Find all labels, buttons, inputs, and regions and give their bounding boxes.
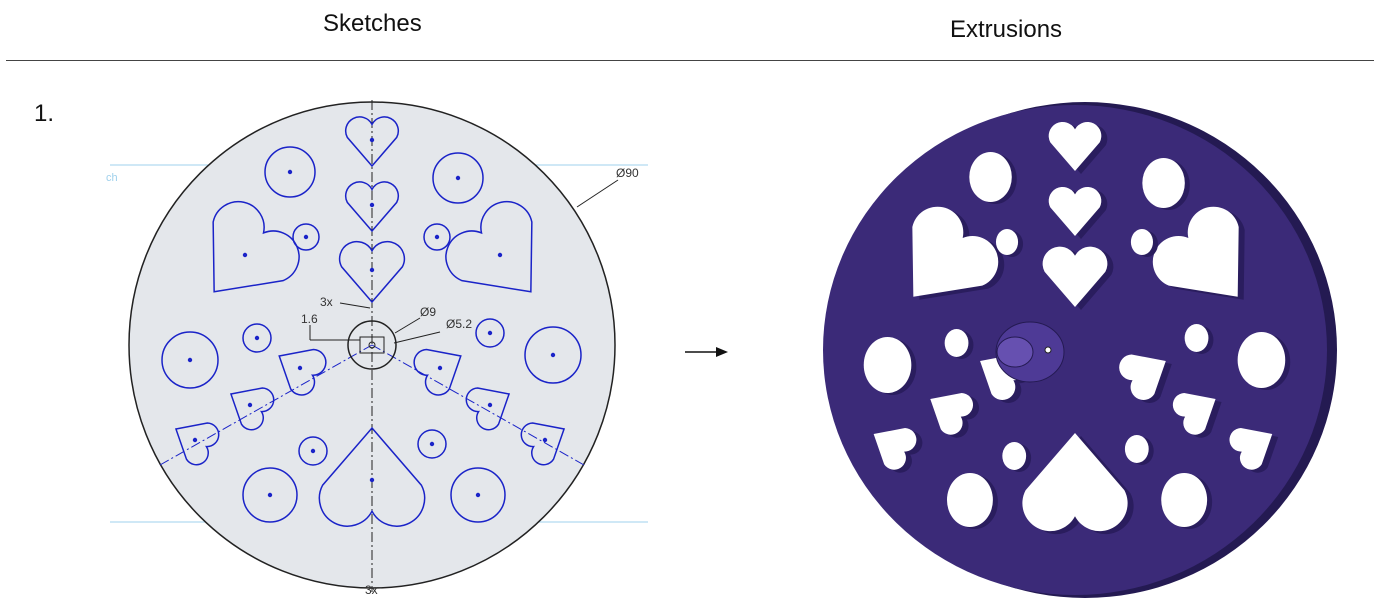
hub-circle — [347, 320, 397, 370]
sketch-heart — [344, 181, 400, 233]
sketch-circle — [242, 323, 272, 353]
heart-cutout — [1042, 246, 1108, 307]
sketch-circle — [475, 318, 505, 348]
heart-cutout — [912, 206, 999, 297]
sketch-heart — [520, 422, 566, 466]
sketch-drawing: ch Ø90 Ø9 Ø5.2 1.6 3x 3x — [106, 100, 648, 597]
sketch-circle — [432, 152, 484, 204]
heart-cutout — [1022, 433, 1128, 532]
dim-outer: Ø90 — [616, 166, 639, 180]
sketch-point — [187, 357, 193, 363]
sketch-point — [437, 365, 443, 371]
circle-cutout — [995, 229, 1019, 255]
circle-cutout — [946, 473, 993, 527]
sketch-heart — [465, 387, 511, 431]
sketch-point — [369, 137, 375, 143]
sketch-heart — [174, 422, 220, 466]
sketch-point — [192, 437, 198, 443]
sketches-header: Sketches — [323, 10, 422, 37]
sketch-point — [429, 441, 435, 447]
sketch-point — [434, 234, 440, 240]
heart-cutout — [1119, 354, 1166, 400]
sketch-point — [487, 402, 493, 408]
sketch-point — [287, 169, 293, 175]
sketch-point — [369, 477, 375, 483]
circle-cutout — [1237, 332, 1286, 388]
heart-cutout — [930, 393, 974, 435]
sketch-circle — [292, 223, 320, 251]
sketch-circle — [450, 467, 506, 523]
sketch-point — [369, 267, 375, 273]
header-divider — [6, 60, 1374, 61]
sketch-point — [242, 252, 248, 258]
circle-cutout — [1002, 442, 1027, 470]
sketch-point — [303, 234, 309, 240]
sketch-heart — [318, 426, 426, 527]
sketch-point — [455, 175, 461, 181]
circle-cutout — [969, 152, 1012, 202]
sketch-heart — [338, 240, 406, 304]
heart-cutout — [1048, 121, 1102, 171]
sketch-circle — [417, 429, 447, 459]
sketch-circle — [242, 467, 298, 523]
circle-cutout — [1124, 435, 1149, 463]
sketch-heart — [413, 348, 462, 396]
heart-cutout — [873, 428, 917, 470]
heart-cutout — [1152, 206, 1239, 297]
hub-shaft — [996, 336, 1034, 368]
pattern-count-bottom: 3x — [365, 583, 378, 597]
step-number: 1. — [34, 100, 55, 127]
sketch-circle — [298, 436, 328, 466]
circle-cutout — [944, 329, 969, 357]
sketch-circle — [264, 146, 316, 198]
sketch-point — [297, 365, 303, 371]
circle-cutout — [1161, 473, 1208, 527]
axis-left — [159, 344, 373, 466]
circle-cutout — [863, 337, 912, 393]
heart-cutout — [1048, 186, 1102, 236]
sketch-circle — [423, 223, 451, 251]
circle-cutout — [1184, 324, 1209, 352]
sketch-point — [247, 402, 253, 408]
sketch-heart — [278, 348, 327, 396]
sketch-point — [267, 492, 273, 498]
circle-cutout — [1130, 229, 1153, 255]
dim-flat: 1.6 — [301, 312, 318, 326]
sketch-circle — [524, 326, 582, 384]
sketch-point — [475, 492, 481, 498]
sketch-heart — [229, 387, 275, 431]
extrusion-render — [823, 102, 1337, 598]
bore-center — [368, 341, 376, 349]
axis-right — [371, 344, 585, 466]
sketch-heart — [344, 116, 400, 168]
heart-cutout — [1172, 393, 1216, 435]
pattern-count-top: 3x — [320, 295, 333, 309]
sketch-heart — [445, 201, 533, 293]
sketch-point — [310, 448, 316, 454]
sketch-point — [497, 252, 503, 258]
extrusions-header: Extrusions — [950, 16, 1063, 43]
heart-cutout — [1229, 428, 1273, 470]
arrow — [685, 347, 728, 357]
sketch-point — [254, 335, 260, 341]
sketch-point — [369, 202, 375, 208]
sketch-point — [550, 352, 556, 358]
bore-hole — [1044, 346, 1052, 354]
dim-bore: Ø5.2 — [446, 317, 472, 331]
sketch-point — [487, 330, 493, 336]
dim-hub: Ø9 — [420, 305, 436, 319]
sketch-label-partial: ch — [106, 172, 118, 184]
circle-cutout — [1142, 158, 1185, 208]
sketch-point — [542, 437, 548, 443]
sketch-circle — [161, 331, 219, 389]
bore-outline — [359, 336, 385, 354]
sketch-heart — [212, 201, 300, 293]
